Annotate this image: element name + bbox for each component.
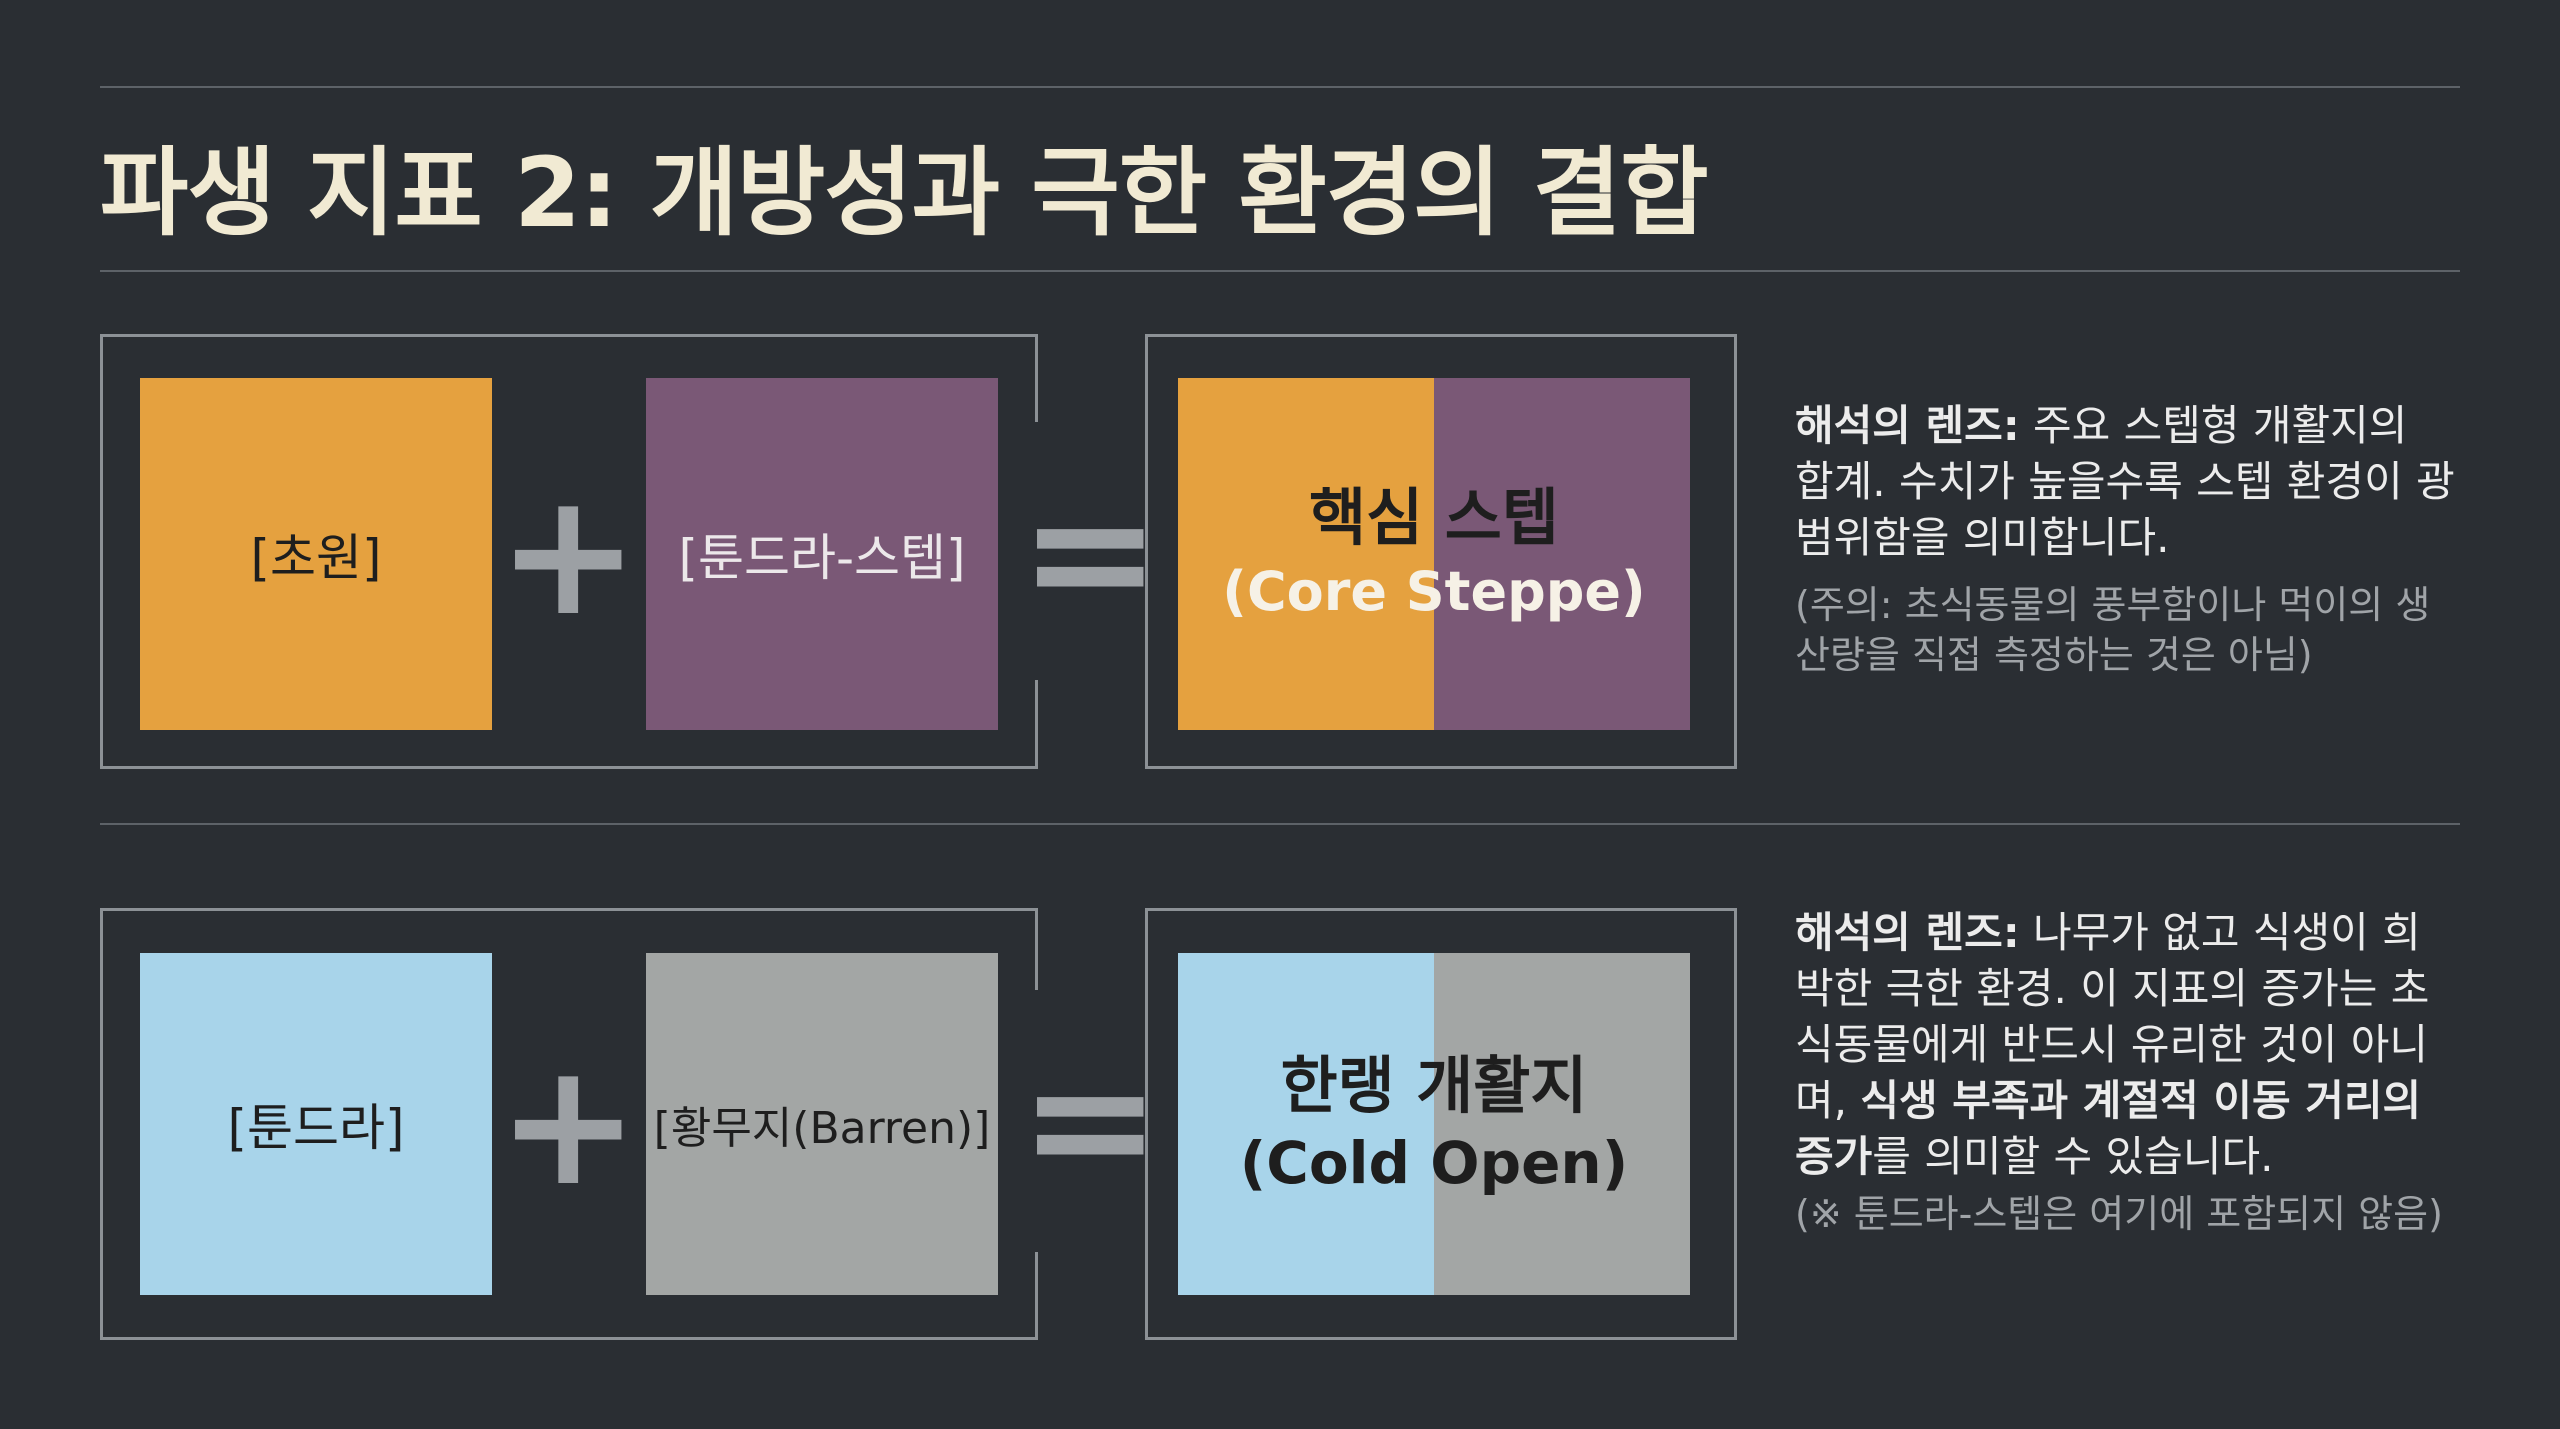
row2-result-subtitle: (Cold Open) xyxy=(1239,1129,1629,1197)
row2-lens-text: 나무가 없고 식생이 희박한 극한 환경. 이 지표의 증가는 초식동물에게 반… xyxy=(1795,908,2430,1125)
row2-result-title: 한랭 개활지 xyxy=(1280,1049,1588,1122)
row1-result-subtitle: (Core Steppe) xyxy=(1222,560,1646,623)
row1-tundra-steppe-label: [툰드라-스텝] xyxy=(678,529,966,587)
row2-barren-box: [황무지(Barren)] xyxy=(646,953,998,1295)
page-title: 파생 지표 2: 개방성과 극한 환경의 결합 xyxy=(100,137,1709,249)
row2-lens-emphasis: 식생 부족과 계절적 이동 거리의 증가 xyxy=(1795,1076,2422,1181)
row2-lens-tail: 를 의미할 수 있습니다. xyxy=(1872,1132,2274,1181)
row1-grassland-box: [초원] xyxy=(140,378,492,730)
row1-plus-sign: + xyxy=(497,456,640,654)
row2-barren-label: [황무지(Barren)] xyxy=(653,1103,991,1154)
row1-result-label: 핵심 스텝 (Core Steppe) xyxy=(1178,378,1690,730)
row2-result-box xyxy=(1178,953,1690,1295)
row1-tundra-steppe-box: [툰드라-스텝] xyxy=(646,378,998,730)
row1-lens-label: 해석의 렌즈: xyxy=(1795,401,2020,450)
row1-lens-text: 주요 스텝형 개활지의 합계. 수치가 높을수록 스텝 환경이 광범위함을 의미… xyxy=(1795,401,2455,562)
row1-result-frame xyxy=(1145,334,1737,769)
row1-result-box xyxy=(1178,378,1690,730)
row1-interpretation-note: 해석의 렌즈: 주요 스텝형 개활지의 합계. 수치가 높을수록 스텝 환경이 … xyxy=(1795,398,2455,680)
row1-equals-sign: = xyxy=(1019,454,1162,652)
row1-result-title: 핵심 스텝 xyxy=(1309,481,1559,554)
row2-result-label: 한랭 개활지 (Cold Open) xyxy=(1178,953,1690,1295)
row2-interpretation-note: 해석의 렌즈: 나무가 없고 식생이 희박한 극한 환경. 이 지표의 증가는 … xyxy=(1795,905,2455,1239)
row1-caveat: (주의: 초식동물의 풍부함이나 먹이의 생산량을 직접 측정하는 것은 아님) xyxy=(1795,583,2431,677)
row2-result-frame xyxy=(1145,908,1737,1340)
row2-plus-sign: + xyxy=(497,1026,640,1224)
row2-lens-label: 해석의 렌즈: xyxy=(1795,908,2020,957)
row2-tundra-label: [툰드라] xyxy=(227,1099,405,1157)
row2-tundra-box: [툰드라] xyxy=(140,953,492,1295)
row2-caveat: (※ 툰드라-스텝은 여기에 포함되지 않음) xyxy=(1795,1192,2443,1236)
row1-grassland-label: [초원] xyxy=(250,529,382,587)
title-rule xyxy=(100,270,2460,272)
row2-equals-sign: = xyxy=(1019,1022,1162,1220)
middle-rule xyxy=(100,823,2460,825)
top-rule xyxy=(100,86,2460,88)
